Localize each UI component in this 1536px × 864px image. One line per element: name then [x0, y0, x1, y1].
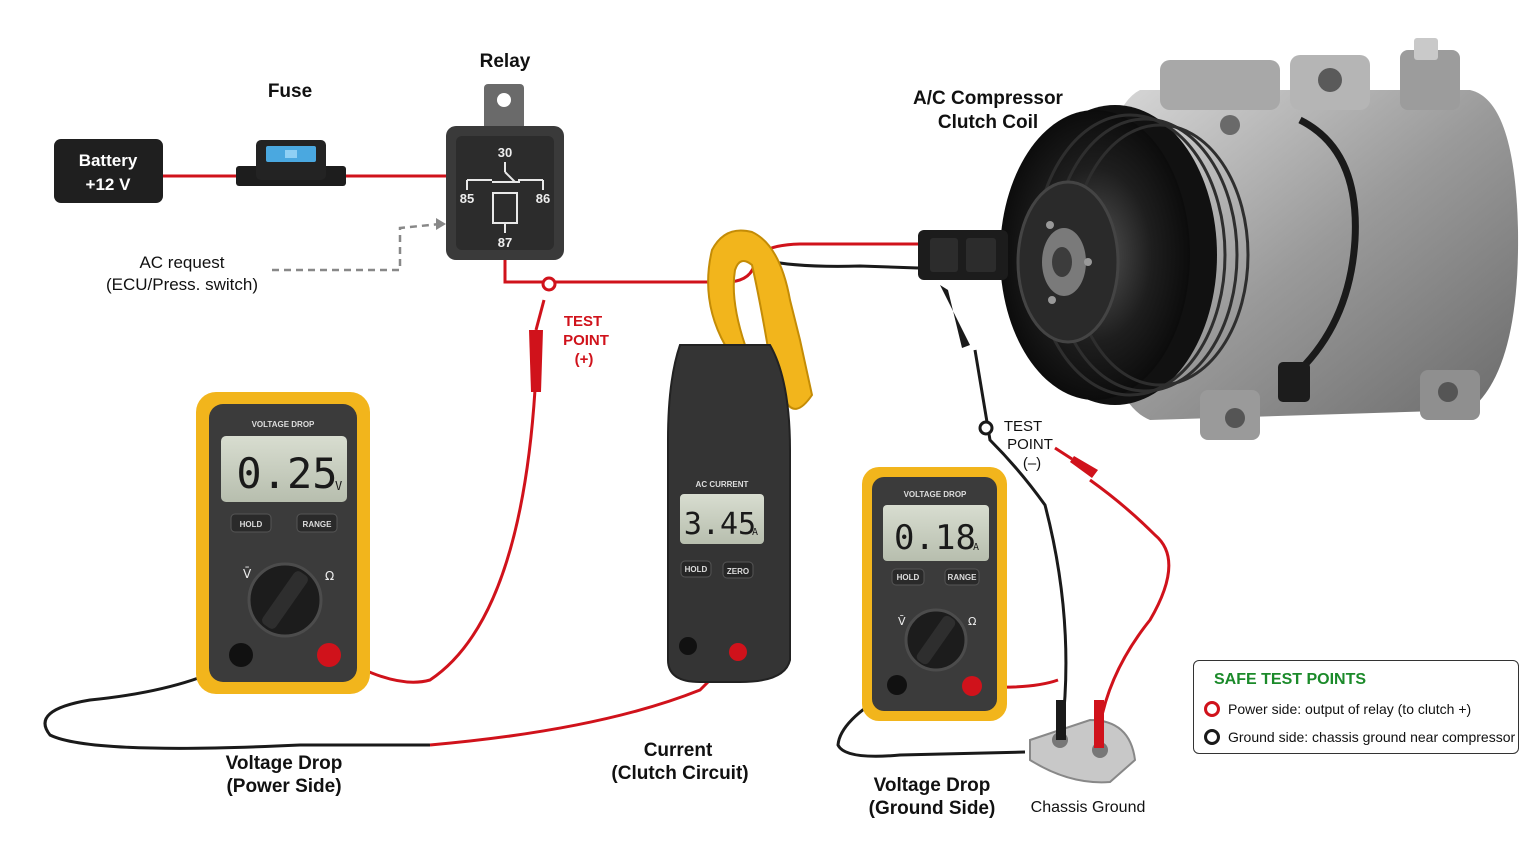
left-meter-display — [221, 436, 347, 502]
clamp-meter-com-jack[interactable] — [679, 637, 697, 655]
right-meter-hold-button[interactable] — [891, 568, 925, 586]
left-meter-range-button[interactable] — [296, 513, 338, 533]
test-point-positive-line1: TEST — [564, 313, 602, 330]
relay-pin-87: 87 — [498, 235, 512, 250]
legend-item-ground-side-label: Ground side: chassis ground near compres… — [1228, 729, 1516, 745]
right-meter-dial[interactable] — [904, 608, 968, 672]
test-point-negative-line3: (–) — [1023, 455, 1041, 472]
right-meter-unit: A — [973, 542, 979, 553]
right-meter-caption-line2: (Ground Side) — [869, 798, 996, 819]
red-circle-icon — [1204, 701, 1220, 717]
fuse: Fuse — [236, 81, 346, 186]
left-meter-v-jack[interactable] — [317, 643, 341, 667]
relay-pin-85: 85 — [460, 191, 474, 206]
right-meter-v-jack[interactable] — [962, 676, 982, 696]
clamp-meter: AC CURRENT 3.45 A HOLD ZERO — [667, 229, 814, 683]
test-point-positive: TEST POINT (+) — [541, 276, 609, 368]
compressor-label-line2: Clutch Coil — [938, 112, 1038, 133]
left-meter-title: VOLTAGE DROP — [252, 420, 315, 429]
test-point-positive-marker — [541, 276, 557, 292]
left-meter-red-lead — [335, 299, 546, 684]
test-point-negative-marker — [978, 420, 994, 436]
clamp-meter-title: AC CURRENT — [696, 480, 749, 489]
battery: Battery +12 V — [54, 139, 163, 203]
test-point-positive-line3: (+) — [575, 351, 594, 368]
battery-voltage-label: +12 V — [86, 175, 132, 194]
left-meter-hold-button[interactable] — [230, 513, 272, 533]
relay-pin-86: 86 — [536, 191, 550, 206]
left-meter-hold-label: HOLD — [240, 520, 263, 529]
left-multimeter: VOLTAGE DROP 0.25 V HOLD RANGE V̄ Ω — [196, 392, 370, 694]
left-meter-dial[interactable] — [247, 562, 323, 638]
left-meter-range-label: RANGE — [303, 520, 333, 529]
test-point-negative-line2: POINT — [1007, 436, 1053, 453]
right-multimeter: VOLTAGE DROP 0.18 A HOLD RANGE V̄ Ω — [862, 467, 1007, 721]
ac-request-source-label: (ECU/Press. switch) — [106, 275, 258, 294]
relay-schematic-icon — [466, 162, 544, 233]
relay: Relay 30 85 86 87 — [446, 51, 564, 260]
left-meter-caption-line2: (Power Side) — [226, 776, 341, 797]
test-point-positive-line2: POINT — [563, 332, 609, 349]
right-meter-com-jack[interactable] — [887, 675, 907, 695]
safe-test-points-legend: SAFE TEST POINTS Power side: output of r… — [1193, 660, 1519, 754]
battery-label: Battery — [79, 151, 138, 170]
clamp-meter-hold-label: HOLD — [685, 565, 708, 574]
test-point-negative: TEST POINT (–) — [978, 418, 1053, 472]
clamp-meter-caption: Current — [644, 740, 713, 761]
right-meter-caption: Voltage Drop — [874, 775, 991, 796]
legend-item-power-side-label: Power side: output of relay (to clutch +… — [1228, 701, 1472, 717]
ac-request-label: AC request — [139, 253, 224, 272]
fuse-label: Fuse — [268, 81, 312, 102]
clamp-meter-zero-label: ZERO — [727, 567, 749, 576]
right-meter-range-label: RANGE — [948, 573, 978, 582]
clamp-meter-reading: 3.45 — [684, 507, 756, 542]
compressor-label: A/C Compressor — [913, 88, 1064, 109]
chassis-ground-label: Chassis Ground — [1031, 799, 1146, 816]
clamp-meter-hold-button[interactable] — [680, 560, 712, 578]
right-meter-range-button[interactable] — [944, 568, 980, 586]
legend-title: SAFE TEST POINTS — [1214, 671, 1367, 688]
left-meter-black-lead — [43, 650, 740, 750]
clamp-meter-zero-button[interactable] — [722, 561, 754, 579]
left-meter-dial-mark-2: Ω — [325, 569, 334, 583]
right-meter-dial-mark-1: V̄ — [898, 615, 906, 628]
legend-item-power-side: Power side: output of relay (to clutch +… — [1204, 701, 1471, 717]
clamp-meter-display — [680, 494, 764, 544]
test-point-negative-line1: TEST — [1004, 418, 1042, 435]
left-meter-caption: Voltage Drop — [226, 753, 343, 774]
right-meter-red-lead — [971, 446, 1171, 726]
ac-compressor: A/C Compressor Clutch Coil — [913, 38, 1519, 440]
legend-item-ground-side: Ground side: chassis ground near compres… — [1204, 729, 1515, 745]
clamp-meter-a-jack[interactable] — [729, 643, 747, 661]
black-circle-icon — [1204, 729, 1220, 745]
chassis-ground: Chassis Ground — [1029, 700, 1146, 816]
left-meter-dial-mark-1: V̄ — [243, 567, 252, 581]
relay-label: Relay — [480, 51, 531, 72]
clamp-meter-unit: A — [752, 527, 758, 538]
right-meter-title: VOLTAGE DROP — [904, 490, 967, 499]
relay-pin-30: 30 — [498, 145, 512, 160]
left-meter-reading: 0.25 — [236, 449, 337, 498]
clamp-meter-caption-line2: (Clutch Circuit) — [611, 763, 748, 784]
right-meter-reading: 0.18 — [894, 518, 976, 558]
right-meter-hold-label: HOLD — [897, 573, 920, 582]
left-meter-com-jack[interactable] — [229, 643, 253, 667]
right-meter-display — [883, 505, 989, 561]
right-meter-dial-mark-2: Ω — [968, 615, 976, 628]
left-meter-unit: V — [335, 479, 342, 493]
ac-request-dashed-line — [272, 218, 446, 272]
